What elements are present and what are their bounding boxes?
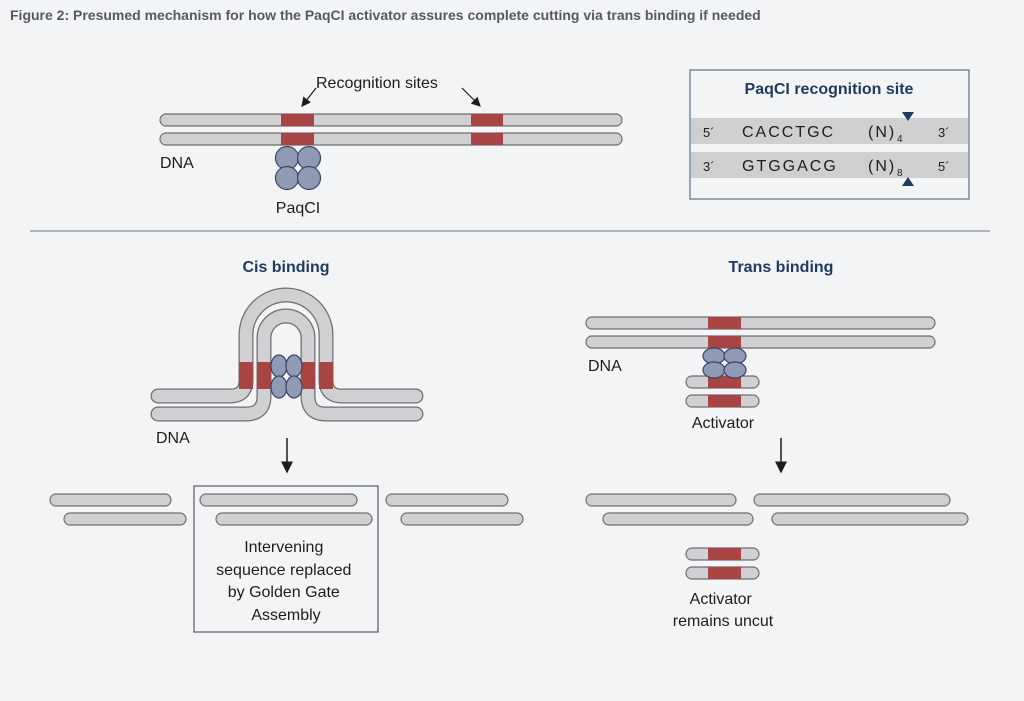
recognition-arrow-right: [461, 87, 481, 107]
recognition-site-box: [689, 69, 970, 200]
top-strand-3prime: 3´: [938, 125, 950, 140]
trans-activator-label: Activator: [692, 415, 755, 432]
bottom-cut-marker: [902, 177, 914, 186]
paqci-enzyme-top: [274, 145, 322, 191]
recognition-site-2: [471, 114, 503, 126]
top-strand-sequence: CACCTGC: [742, 124, 835, 141]
paqci-enzyme-cis: [270, 354, 303, 399]
uncut-activator: [685, 547, 760, 580]
cis-cut-fragments: [49, 493, 524, 526]
bottom-strand-3prime: 3´: [703, 159, 715, 174]
bottom-strand-5prime: 5´: [938, 159, 950, 174]
activator-uncut-label: Activator remains uncut: [673, 591, 774, 630]
trans-cut-fragments: [585, 493, 969, 526]
recognition-site-2-bottom: [471, 133, 503, 145]
recognition-arrow-left: [301, 87, 317, 107]
top-dna-label: DNA: [160, 155, 194, 172]
intervening-sequence-text: Intervening sequence replaced by Golden …: [216, 539, 356, 624]
paqci-enzyme-trans: [702, 347, 747, 379]
top-dna: [159, 113, 623, 146]
bottom-strand-sequence: GTGGACG: [742, 158, 838, 175]
cis-dna-loop: [150, 287, 424, 422]
recognition-box-title: PaqCI recognition site: [745, 81, 914, 98]
top-strand-5prime: 5´: [703, 125, 715, 140]
bottom-strand-subscript: 8: [897, 168, 903, 179]
bottom-strand-suffix: (N): [868, 158, 896, 175]
top-strand-subscript: 4: [897, 134, 903, 145]
intervening-sequence-box: [193, 485, 379, 633]
recognition-site-1-bottom: [281, 133, 314, 145]
trans-dna-label: DNA: [588, 358, 622, 375]
figure-title: Figure 2: Presumed mechanism for how the…: [10, 7, 761, 23]
top-cut-marker: [902, 112, 914, 121]
trans-heading: Trans binding: [729, 259, 834, 276]
cis-dna-label: DNA: [156, 430, 190, 447]
top-strand-suffix: (N): [868, 124, 896, 141]
recognition-site-1: [281, 114, 314, 126]
recognition-sites-label: Recognition sites: [316, 75, 438, 92]
trans-dna: [585, 316, 936, 349]
cis-heading: Cis binding: [242, 259, 329, 276]
paqci-label: PaqCI: [276, 200, 320, 217]
trans-activator: [685, 375, 760, 408]
